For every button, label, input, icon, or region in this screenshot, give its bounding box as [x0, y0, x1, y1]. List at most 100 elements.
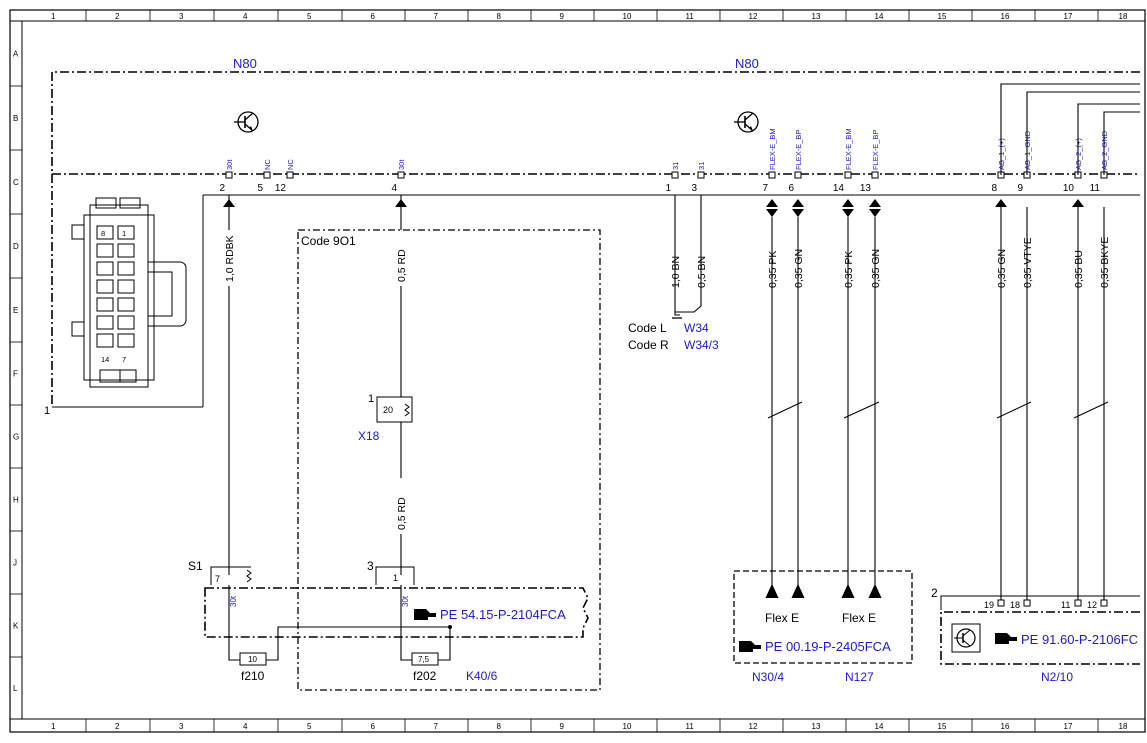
code-r-ref: W34/3 [684, 338, 719, 352]
k40-box [204, 587, 589, 638]
pin-number: 14 [833, 183, 845, 194]
column-label: 11 [686, 12, 695, 21]
arrow-down-icon [765, 583, 779, 599]
pin-number: 11 [1090, 183, 1101, 194]
connector-cavity-number: 8 [101, 229, 105, 238]
arrow-down-icon [766, 209, 778, 217]
wire-bn-2 [675, 195, 702, 313]
pin-number: 6 [788, 183, 794, 194]
column-label: 11 [686, 722, 695, 731]
connector-cavity [96, 225, 114, 240]
wire-label: 0,5 RD [396, 497, 408, 530]
arrow-up-icon [842, 199, 854, 207]
connector-cavity [117, 225, 135, 240]
wire-label-bg [223, 230, 235, 286]
n80-boundary [51, 71, 1140, 407]
arrow-up-icon [766, 199, 778, 207]
column-label: 9 [560, 12, 565, 21]
k-bracket [375, 566, 415, 585]
arrow-up-icon [792, 199, 804, 207]
fuse-f210-label: f210 [241, 669, 265, 683]
arrow-up-icon [223, 199, 235, 207]
column-label: 15 [938, 722, 947, 731]
k-pin: 1 [393, 573, 398, 583]
connector-cavity-number: 7 [122, 355, 126, 364]
pin-number: 5 [257, 183, 263, 194]
wire-break-mark [996, 401, 1032, 419]
connector-cavity-number: 14 [101, 355, 109, 364]
connector-cavity [96, 297, 114, 312]
code-r-label: Code R [628, 338, 669, 352]
wire-label: 1,0 BN [670, 256, 682, 288]
fuse-f202 [411, 652, 439, 666]
pin-marker [794, 171, 802, 179]
pin-arrows [223, 199, 1084, 217]
wire-label-bg [395, 230, 407, 286]
pe-54-ref: PE 54.15-P-2104FCA [440, 607, 566, 622]
arrow-down-icon [792, 209, 804, 217]
wire-break-mark [767, 401, 803, 419]
column-label: 8 [497, 722, 502, 731]
pin-marker [697, 171, 705, 179]
pin-marker [871, 171, 879, 179]
pin-number: 13 [860, 183, 872, 194]
x18-contact [404, 403, 410, 417]
n127-label: N127 [845, 670, 874, 684]
code-l-ref: W34 [684, 321, 709, 335]
column-label: 10 [623, 722, 632, 731]
wire-label: 0,35 GN [793, 249, 805, 288]
wire-bn-1 [674, 195, 680, 316]
row-label: L [13, 684, 18, 693]
row-label: K [13, 622, 19, 631]
pin-label: 31 [671, 162, 680, 170]
row-label: J [13, 559, 17, 568]
column-label: 16 [1001, 12, 1010, 21]
column-label: 3 [179, 722, 184, 731]
flex-e-2: Flex E [842, 611, 876, 625]
arrow-up-icon [995, 199, 1007, 207]
wire-k40-bridge [277, 626, 450, 655]
column-label: 6 [371, 12, 376, 21]
fuse-f210-value: 10 [248, 655, 257, 664]
s1-label: S1 [188, 559, 203, 573]
n30-4-label: N30/4 [752, 670, 784, 684]
s1-contact [246, 569, 252, 583]
pin-marker [768, 171, 776, 179]
connector-cavity [117, 243, 135, 258]
n80-right-label: N80 [735, 56, 759, 71]
arrow-down-icon [842, 209, 854, 217]
connector-cavity [117, 333, 135, 348]
arrow-down-icon [868, 583, 882, 599]
column-label: 16 [1001, 722, 1010, 731]
wire-label: 0,5 BN [696, 256, 708, 288]
wire-label: 0,35 BKYE [1099, 237, 1111, 288]
pin-marker [263, 171, 271, 179]
connector-cavity [96, 333, 114, 348]
transistor-icon [234, 111, 259, 133]
pin-label: FLEX-E_BM [844, 128, 853, 170]
wire-label: 0,35 VTYE [1022, 237, 1034, 288]
row-label: F [13, 370, 18, 379]
row-label: E [13, 306, 18, 315]
column-label: 3 [179, 12, 184, 21]
pin-label: FLEX-E_BP [871, 130, 880, 170]
column-label: 10 [623, 12, 632, 21]
row-label: A [13, 50, 19, 59]
junction-dot [448, 625, 452, 629]
code-9o1-label: Code 9O1 [301, 234, 356, 248]
pin-label: 30t [397, 159, 406, 170]
column-label: 17 [1064, 722, 1073, 731]
arrow-down-icon [841, 583, 855, 599]
fuse-f202-value: 7,5 [418, 655, 430, 664]
fuse-f210 [239, 652, 267, 666]
arrow-up-icon [869, 199, 881, 207]
connector-cavity [117, 279, 135, 294]
connector-cavity [96, 279, 114, 294]
wire-label-bg [395, 478, 407, 534]
connector-number: 1 [44, 405, 50, 417]
pin-marker [1023, 599, 1031, 607]
connector-cavity [96, 243, 114, 258]
pin-marker [397, 171, 405, 179]
code-l-label: Code L [628, 321, 667, 335]
